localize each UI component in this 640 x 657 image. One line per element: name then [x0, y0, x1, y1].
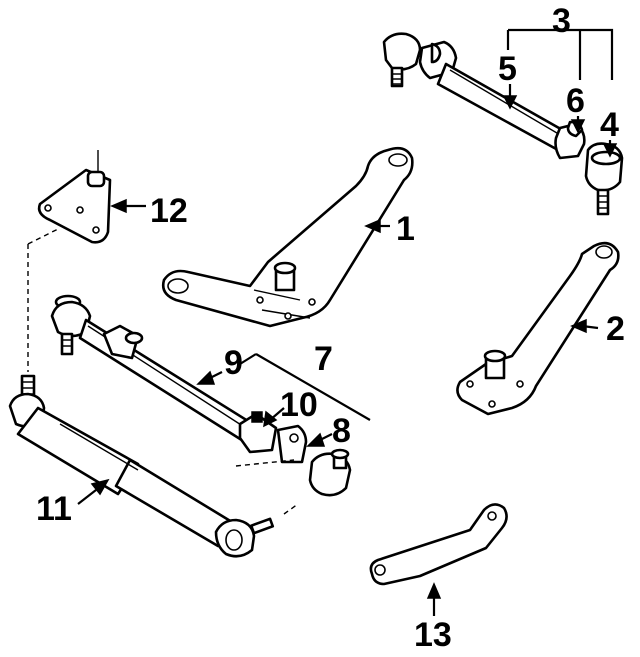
callout-10: 10: [280, 386, 318, 424]
callout-2: 2: [606, 310, 625, 348]
leader-lines: [77, 28, 618, 616]
callout-7: 7: [314, 340, 333, 378]
tie-rod-assembly-center: [50, 294, 352, 497]
callout-9: 9: [224, 344, 243, 382]
bracket-part-12: [37, 150, 112, 244]
arm-part-1: [161, 146, 414, 328]
callout-1: 1: [396, 210, 415, 248]
callout-12: 12: [150, 192, 188, 230]
callout-6: 6: [566, 82, 585, 120]
callout-13: 13: [414, 616, 452, 654]
callout-11: 11: [36, 490, 72, 528]
callout-labels: 3 5 6 4 1 2 12 9 7 10 8 11 13: [36, 2, 625, 654]
callout-4: 4: [600, 106, 619, 144]
callout-8: 8: [332, 412, 351, 450]
callout-3: 3: [552, 2, 571, 40]
damper-part-11: [8, 227, 299, 558]
callout-5: 5: [498, 50, 517, 88]
arm-part-2: [456, 241, 620, 416]
arm-part-13: [369, 503, 508, 586]
tie-rod-assembly-top: [382, 32, 624, 216]
